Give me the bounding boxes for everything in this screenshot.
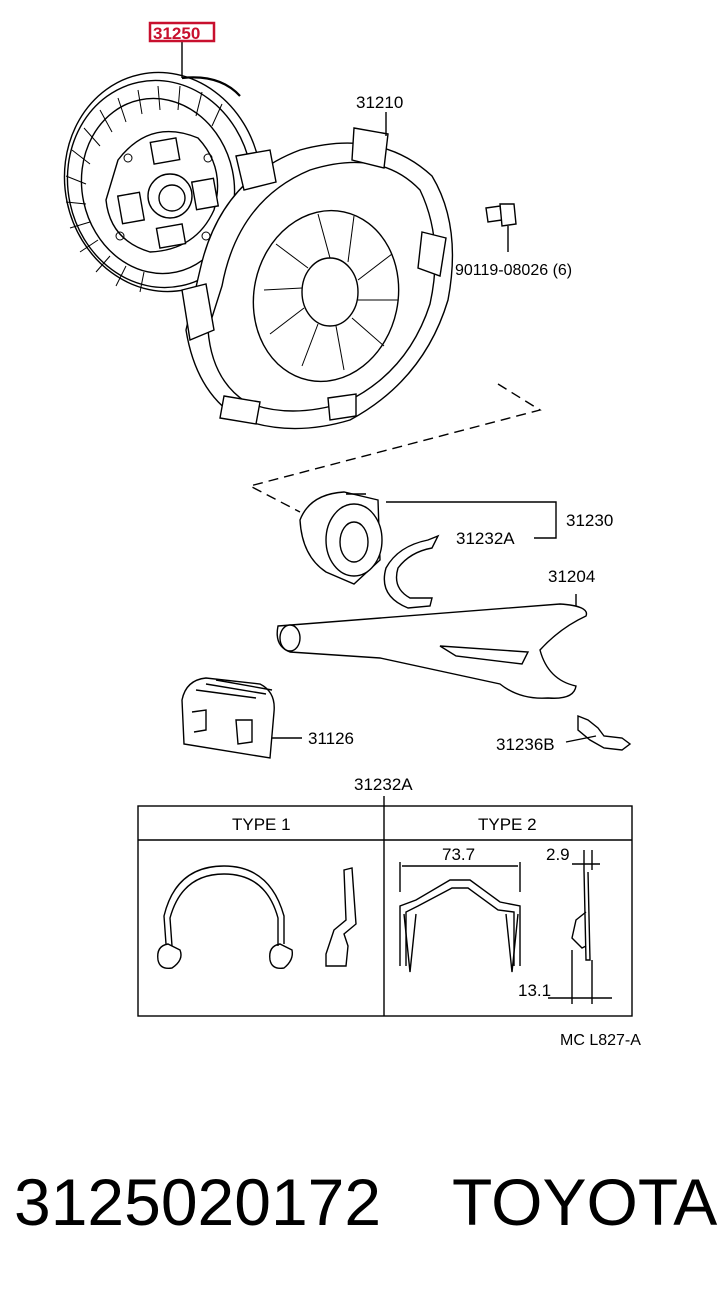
callout-boot[interactable]: 31126 [308,729,354,748]
callout-clutch-cover[interactable]: 31210 [356,93,403,112]
dimension-thickness: 2.9 [546,845,570,864]
clip-drawing [383,534,440,609]
pivot-stud-drawing [565,714,632,751]
callout-clutch-disc-text: 31250 [153,24,200,43]
brand-name: TOYOTA [452,1165,718,1239]
boot-drawing [181,677,302,759]
callout-bolt[interactable]: 90119-08026 (6) [455,262,572,279]
part-number[interactable]: 3125020172 [14,1165,382,1239]
assembly-dashed-line [248,383,542,513]
highlight-box [148,21,216,43]
column-type-1: TYPE 1 [232,815,291,834]
column-type-2: TYPE 2 [478,815,537,834]
clutch-cover-drawing [181,112,454,430]
bolt-drawing [485,203,517,252]
callout-pivot-stud[interactable]: 31236B [496,735,555,754]
callout-clutch-disc[interactable]: 31250 [148,21,216,43]
release-fork-drawing [276,594,588,699]
callout-release-bearing[interactable]: 31230 [566,511,613,530]
callout-release-fork[interactable]: 31204 [548,567,595,586]
detail-table: 31232A TYPE 1 TYPE 2 73.7 [137,775,633,1017]
detail-table-title[interactable]: 31232A [354,775,413,794]
dimension-depth: 13.1 [518,981,551,1000]
type-1-clip-drawing [157,865,357,970]
callout-clip[interactable]: 31232A [456,529,515,548]
release-bearing-drawing [299,491,557,585]
type-2-clip-drawing: 73.7 2.9 13.1 [399,845,612,1004]
footer-title: 3125020172 TOYOTA [0,1152,728,1262]
drawing-code: MC L827-A [560,1032,641,1049]
clutch-disc-drawing [63,40,263,293]
dimension-width: 73.7 [442,845,475,864]
